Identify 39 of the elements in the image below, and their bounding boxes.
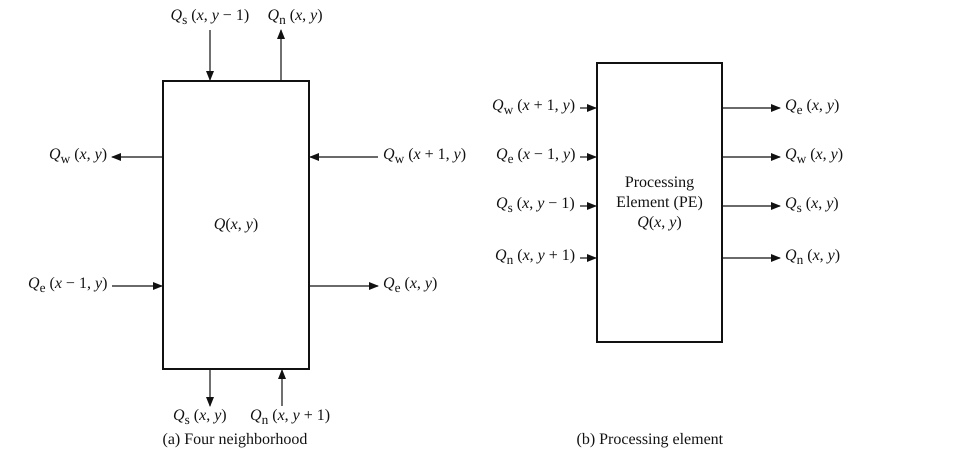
signal-label: Q$_{n}$ (x, y + 1)	[490, 246, 580, 270]
arrow	[277, 29, 285, 80]
signal-label: Q$_{s}$ (x, y − 1)	[166, 6, 254, 30]
caption: (b) Processing element	[576, 431, 724, 449]
signal-label: Q$_{s}$ (x, y)	[168, 406, 232, 430]
arrow	[580, 153, 597, 161]
signal-label: Q$_{n}$ (x, y)	[780, 246, 846, 270]
arrow	[112, 282, 163, 290]
arrow	[206, 370, 214, 407]
arrow	[723, 104, 781, 112]
box-label: Q(x, y)	[637, 212, 682, 232]
signal-label: Q$_{e}$ (x, y)	[780, 96, 844, 120]
signal-label: Q$_{n}$ (x, y + 1)	[245, 406, 336, 430]
signal-label: Q$_{w}$ (x, y)	[780, 145, 848, 170]
signal-label: Q$_{s}$ (x, y − 1)	[491, 194, 580, 218]
signal-label: Q$_{w}$ (x + 1, y)	[487, 96, 580, 120]
arrow	[723, 153, 781, 161]
arrow	[206, 30, 214, 81]
signal-label: Q$_{n}$ (x, y)	[262, 6, 328, 30]
box-label: Q(x, y)	[214, 215, 258, 235]
arrow	[111, 153, 162, 161]
processing-box	[162, 80, 310, 370]
arrow	[309, 153, 378, 161]
arrow	[580, 254, 597, 262]
arrow	[310, 282, 379, 290]
arrow	[723, 202, 781, 210]
arrow	[580, 104, 597, 112]
caption: (a) Four neighborhood	[162, 431, 308, 449]
signal-label: Q$_{w}$ (x + 1, y)	[378, 145, 472, 170]
arrow	[580, 202, 597, 210]
box-label: Processing Element (PE)	[615, 172, 704, 212]
signal-label: Q$_{e}$ (x − 1, y)	[23, 274, 112, 298]
signal-label: Q$_{e}$ (x − 1, y)	[491, 145, 580, 170]
signal-label: Q$_{e}$ (x, y)	[378, 274, 442, 298]
arrow	[278, 369, 286, 406]
arrow	[723, 254, 781, 262]
processing-box	[596, 62, 723, 343]
signal-label: Q$_{s}$ (x, y)	[780, 194, 844, 218]
signal-label: Q$_{w}$ (x, y)	[44, 145, 112, 170]
